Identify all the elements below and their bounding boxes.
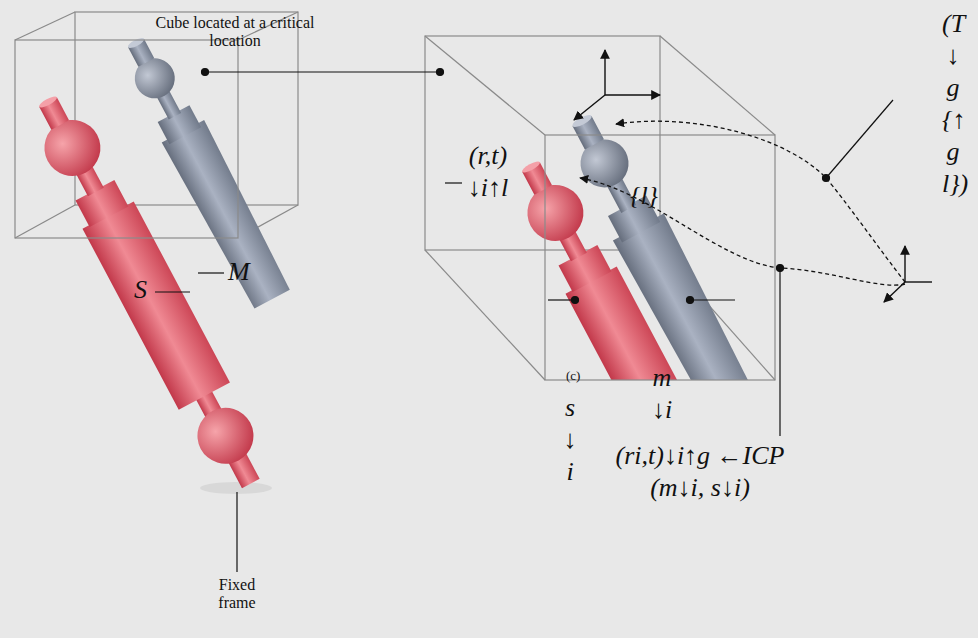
figure-label: (r,t)↓i↑l [466, 140, 510, 204]
figure-label: {l} [630, 180, 650, 212]
figure-label: (c) [566, 368, 592, 383]
figure-label: (T↓g{↑g l}) [942, 8, 964, 200]
figure-label: s↓i [560, 392, 580, 488]
figure-label: Fixed frame [200, 576, 274, 612]
figure-label: m↓i [648, 362, 676, 426]
figure-label: M [228, 256, 258, 288]
figure-label: S [134, 274, 156, 306]
figure-label: Cube located at a critical location [140, 14, 330, 50]
figure-label: (ri,t)↓i↑g ←ICP(m↓i, s↓i) [615, 440, 785, 504]
